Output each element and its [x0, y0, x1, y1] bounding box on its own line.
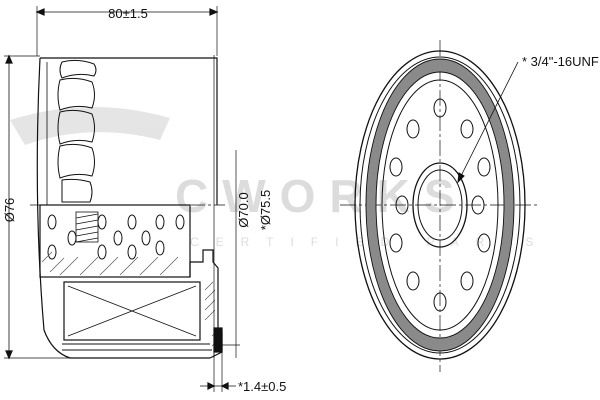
- section-hatch-lower: [41, 251, 179, 276]
- height-dim-arrow-top: [5, 54, 13, 64]
- top-width-label: 80±1.5: [108, 6, 148, 21]
- baseplate-bottom-line: [62, 343, 212, 351]
- housing-outer-rim: [354, 50, 526, 360]
- inlet-hole: [433, 98, 447, 118]
- baseplate-ring: [381, 79, 499, 331]
- anti-drain-valve-box: [63, 281, 201, 341]
- inlet-hole: [477, 233, 491, 253]
- inlet-hole: [433, 292, 447, 312]
- thread-inner: [417, 169, 463, 241]
- filter-housing-outline: [36, 57, 218, 359]
- housing-inner-rim: [359, 56, 521, 354]
- inlet-holes: [389, 98, 491, 312]
- inlet-hole: [460, 119, 474, 139]
- perforated-tube-section: [39, 204, 191, 278]
- watermark-logo-swoosh: [10, 106, 170, 145]
- height-dim-arrow-bottom: [5, 350, 13, 360]
- gasket-block: [213, 327, 223, 353]
- perforation-holes: [47, 214, 185, 260]
- pleat-ribs: [57, 59, 97, 203]
- outer-diameter-label: *Ø75.5: [258, 190, 273, 230]
- top-dim-arrow-right: [209, 8, 219, 16]
- top-dim-arrow-left: [35, 8, 45, 16]
- inlet-hole: [389, 233, 403, 253]
- valve-cross-b: [67, 285, 197, 337]
- height-label: Ø76: [2, 198, 17, 223]
- inner-diameter-label: Ø70.0: [236, 192, 251, 227]
- gasket-dim-arrow-left: [207, 382, 216, 390]
- thread-label: * 3/4"-16UNF: [522, 54, 599, 69]
- seal-hatch: [204, 281, 221, 347]
- gasket-dim-arrow-right: [220, 382, 229, 390]
- inlet-hole: [406, 119, 420, 139]
- gasket-thickness-label: *1.4±0.5: [238, 379, 286, 394]
- thread-outer: [412, 162, 468, 248]
- gasket-ring: [365, 58, 515, 352]
- thread-leader-arrow: [457, 172, 465, 184]
- thread-leader-line: [457, 61, 519, 183]
- inlet-hole: [406, 271, 420, 291]
- inlet-hole: [471, 195, 485, 215]
- side-view: [4, 6, 240, 392]
- watermark: CWORKS CERTIFIED PARTS: [10, 106, 533, 249]
- watermark-brand: CWORKS: [175, 170, 469, 222]
- inlet-hole: [389, 157, 403, 177]
- bypass-spring: [75, 211, 99, 243]
- end-view: [340, 40, 540, 372]
- inlet-hole: [395, 195, 409, 215]
- inlet-hole: [460, 271, 474, 291]
- inlet-hole: [477, 157, 491, 177]
